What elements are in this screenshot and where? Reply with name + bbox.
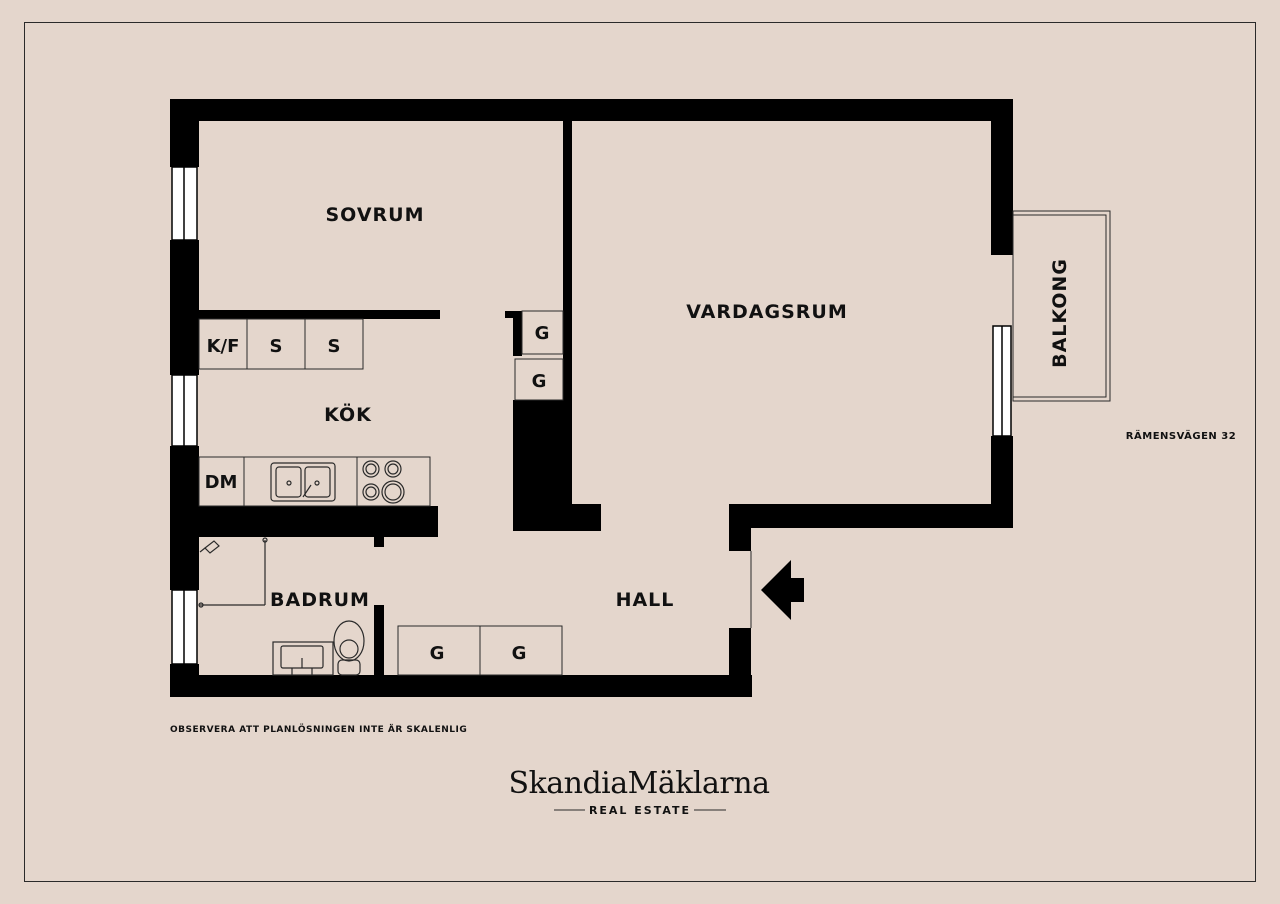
bathroom-fixtures xyxy=(198,537,268,608)
closets xyxy=(397,310,564,676)
fixture-label-g: G xyxy=(532,371,547,392)
page-frame xyxy=(24,22,1256,882)
stove-icon xyxy=(362,460,405,504)
walls xyxy=(170,99,1013,697)
entrance-arrow-icon xyxy=(761,560,804,620)
room-label-sovrum: SOVRUM xyxy=(326,204,425,226)
fixture-label-s: S xyxy=(328,336,341,357)
fixture-label-dm: DM xyxy=(205,472,238,493)
balcony xyxy=(1012,210,1111,402)
room-label-balkong: BALKONG xyxy=(1049,258,1071,368)
brand-logo: SkandiaMäklarna xyxy=(509,766,771,801)
fixture-label-g: G xyxy=(430,643,445,664)
windows xyxy=(171,166,1012,665)
room-label-vardagsrum: VARDAGSRUM xyxy=(686,301,847,323)
disclaimer-text: OBSERVERA ATT PLANLÖSNINGEN INTE ÄR SKAL… xyxy=(170,724,467,735)
brand-tagline: REAL ESTATE xyxy=(589,804,691,817)
washbasin-icon xyxy=(272,641,334,676)
room-label-hall: HALL xyxy=(616,589,675,611)
fixture-label-g: G xyxy=(512,643,527,664)
room-label-badrum: BADRUM xyxy=(270,589,370,611)
kitchen-counters xyxy=(198,318,431,507)
fixture-label-kf: K/F xyxy=(207,336,240,357)
fixture-label-s: S xyxy=(270,336,283,357)
fixture-label-g: G xyxy=(535,323,550,344)
toilet-icon xyxy=(333,620,365,676)
kitchen-sink-icon xyxy=(270,462,336,502)
room-label-kok: KÖK xyxy=(324,402,372,426)
address-label: RÄMENSVÄGEN 32 xyxy=(1126,428,1236,442)
